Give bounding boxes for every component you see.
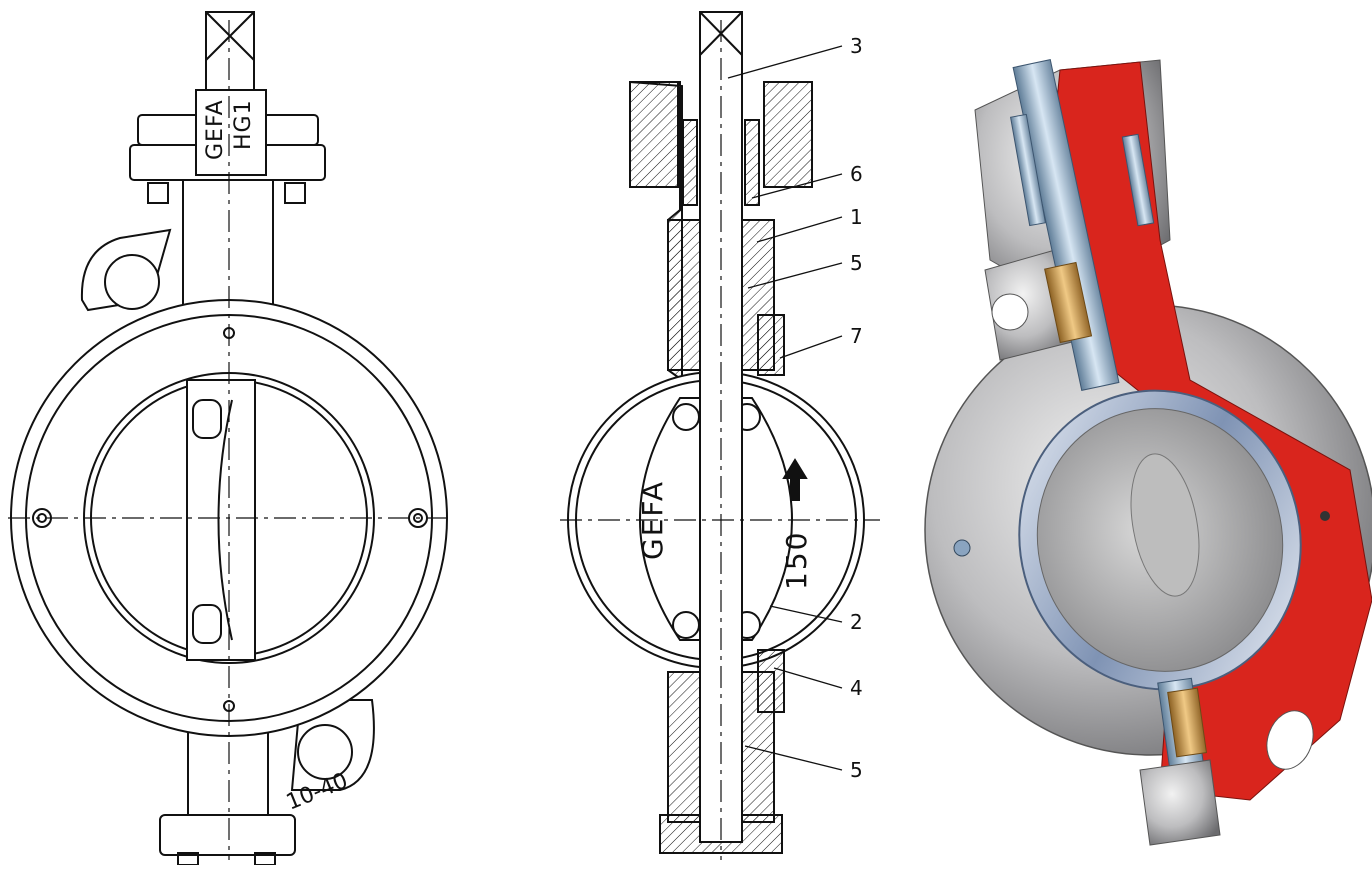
cutaway-bottom-cap <box>1139 759 1221 846</box>
callout-leaders <box>727 45 843 771</box>
disc-brand-label: GEFA <box>636 480 669 560</box>
callout-numbers: 3 6 1 5 7 2 4 5 <box>850 34 863 782</box>
arrow-up-icon <box>782 458 808 501</box>
cutaway-shaft-upper <box>1012 59 1120 391</box>
callout-6: 6 <box>850 162 863 186</box>
front-view <box>8 11 452 866</box>
left-body-wall <box>667 219 701 371</box>
disc-boss-top <box>192 399 222 439</box>
leader-7 <box>779 335 843 359</box>
leader-1 <box>756 216 843 243</box>
right-upper-flange <box>763 81 813 188</box>
leader-2 <box>769 605 843 623</box>
leader-6 <box>751 173 843 199</box>
top-bolt-right <box>284 182 306 204</box>
left-upper-flange <box>629 81 679 188</box>
callout-5-bottom: 5 <box>850 758 863 782</box>
top-bolt-left <box>147 182 169 204</box>
section-view <box>560 11 880 860</box>
cutaway-stud-left <box>1009 113 1047 227</box>
left-bushing <box>682 119 698 206</box>
leader-3 <box>727 45 843 79</box>
lower-lug-hole <box>297 724 353 780</box>
callout-2: 2 <box>850 610 863 634</box>
disc-boss-bottom <box>192 604 222 644</box>
leader-5-bottom <box>744 745 843 771</box>
nameplate <box>195 89 267 176</box>
right-bushing <box>744 119 760 206</box>
cutaway-bronze-bushing-upper <box>1044 261 1093 344</box>
cutaway-lower-lug-hole <box>1266 710 1314 770</box>
callout-5-top: 5 <box>850 251 863 275</box>
bolt-hole-right-inner <box>413 513 423 523</box>
upper-lug-hole <box>104 254 160 310</box>
cutaway-lug-hole <box>991 293 1029 331</box>
callout-7: 7 <box>850 324 863 348</box>
disc-profile <box>217 399 233 641</box>
callout-3: 3 <box>850 34 863 58</box>
nameplate-text-model: HG1 <box>231 99 256 150</box>
left-lower-wall <box>667 671 701 823</box>
leader-5-top <box>747 262 843 289</box>
disc-size-label: 150 <box>780 531 813 590</box>
cutaway-disc-hub <box>1130 453 1200 597</box>
callout-1: 1 <box>850 205 863 229</box>
nameplate-text-gefa: GEFA <box>203 99 228 160</box>
seal-7-area <box>757 314 785 376</box>
seal-4-area <box>757 649 785 713</box>
leader-4 <box>773 667 843 689</box>
disc-bore-top-left <box>672 403 700 431</box>
disc-bore-bottom-left <box>672 611 700 639</box>
cutaway-stud-right <box>1121 133 1155 227</box>
cutaway-bolt-icon <box>953 539 971 557</box>
cutaway-render <box>924 59 1372 846</box>
cutaway-bronze-bushing-lower <box>1167 687 1208 758</box>
cutaway-pin-icon <box>1320 511 1330 521</box>
bottom-flange <box>159 814 296 856</box>
callout-4: 4 <box>850 676 863 700</box>
